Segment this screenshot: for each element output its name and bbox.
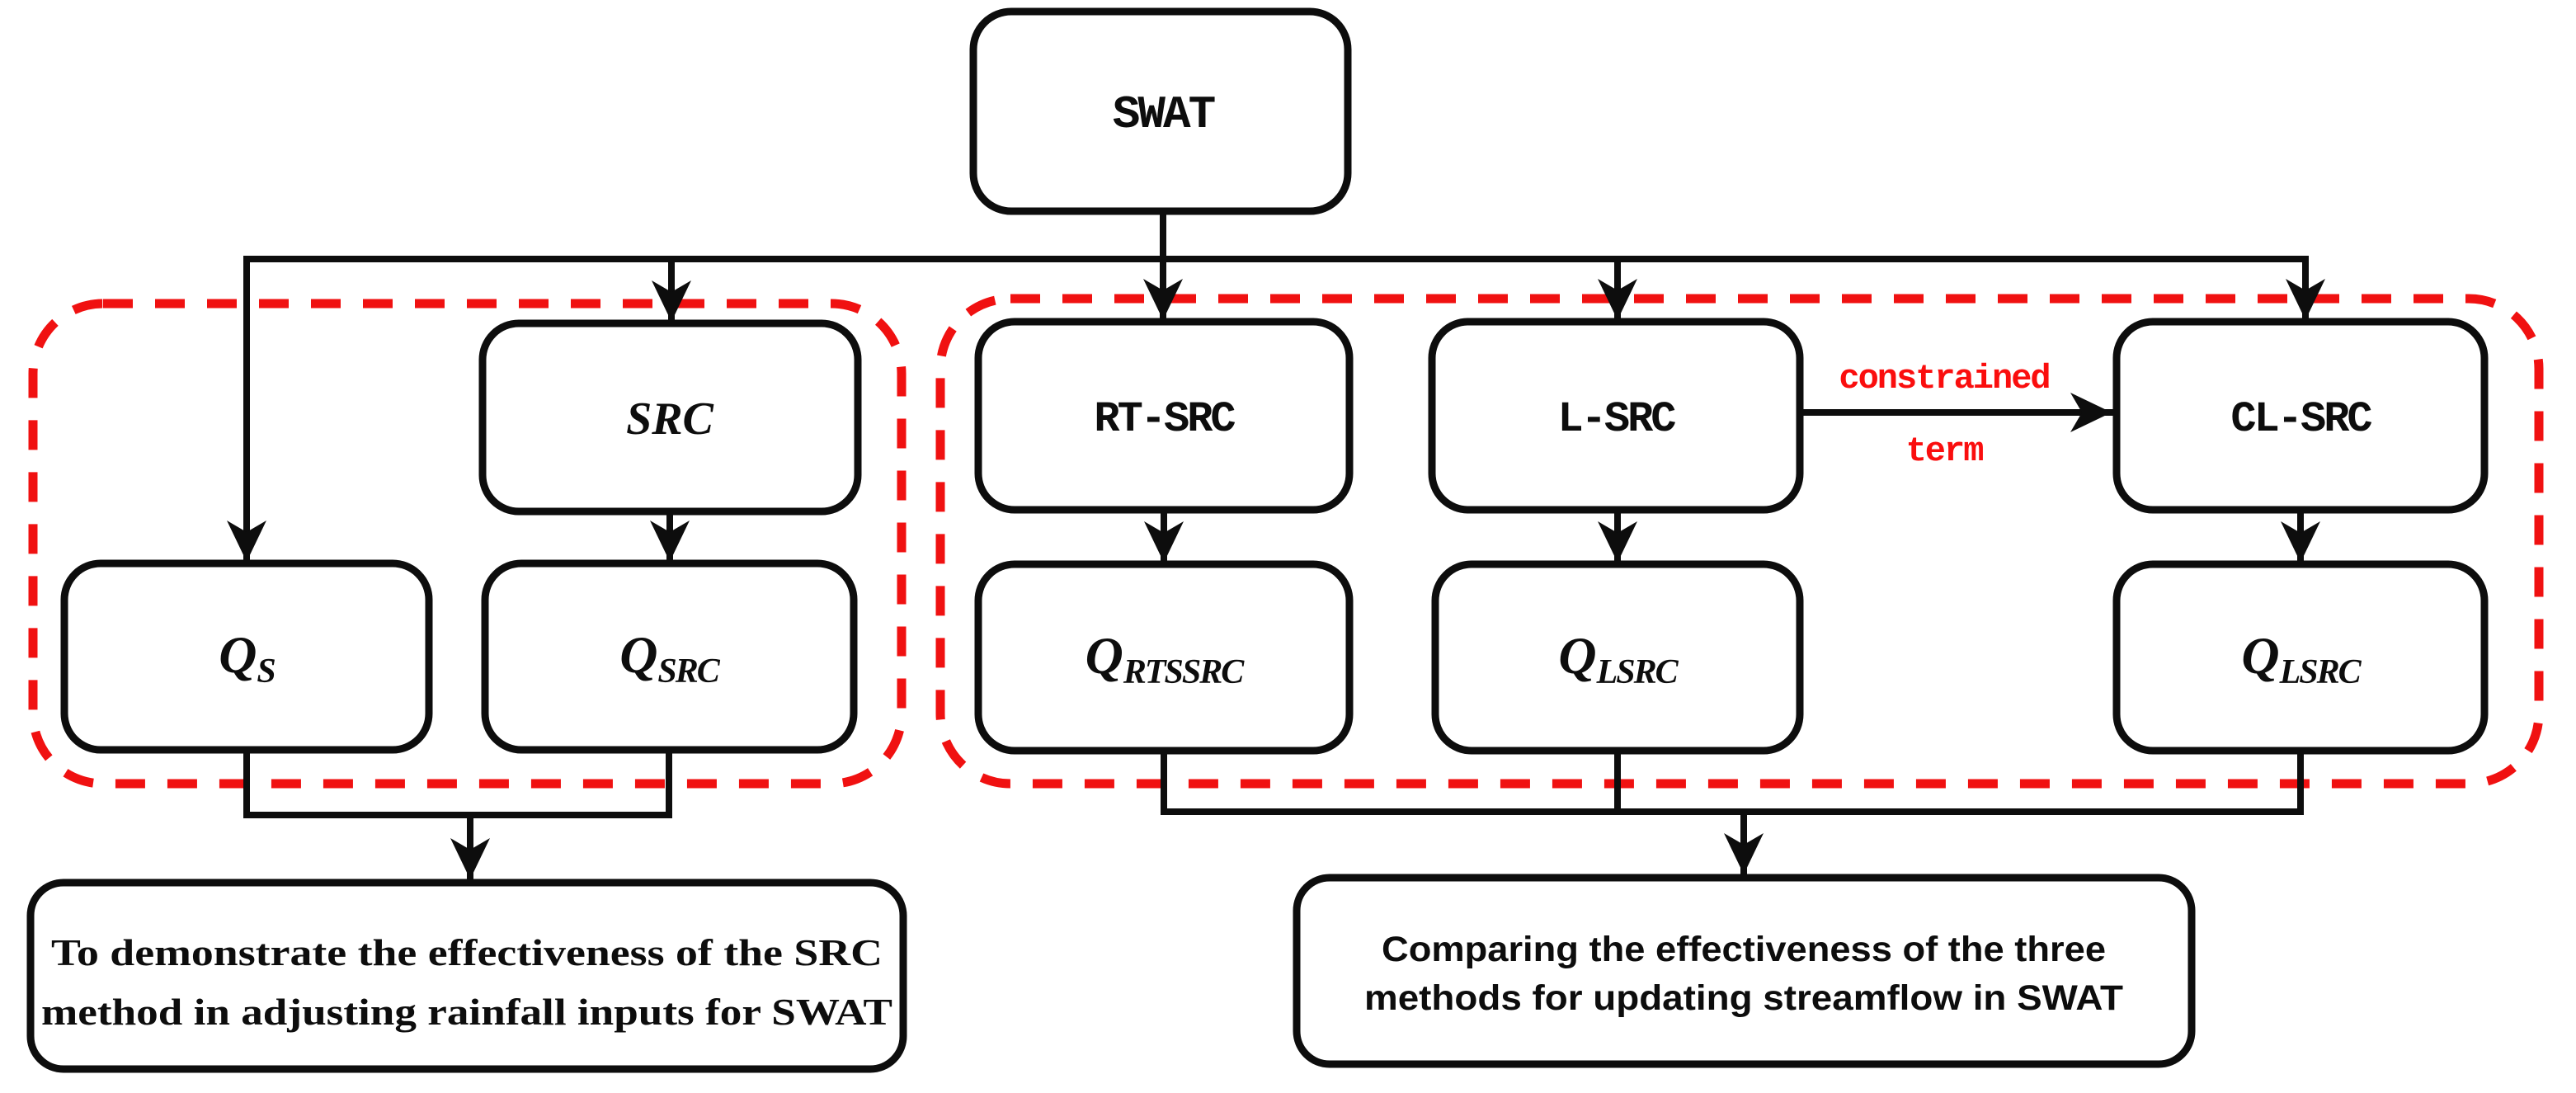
node-q-src: QSRC xyxy=(481,559,858,754)
dashed-region-rainfall-adjustment xyxy=(28,299,907,789)
q-lsrc-mid-main: Q xyxy=(1558,626,1596,685)
node-q-rtssrc: QRTSSRC xyxy=(974,560,1354,755)
node-rt-src-box xyxy=(974,318,1354,514)
node-l-src-label: L-SRC xyxy=(1557,395,1675,444)
q-s-main: Q xyxy=(219,625,257,684)
node-goal-rainfall-box xyxy=(26,879,907,1073)
term-label: term xyxy=(1906,431,1984,471)
node-q-rtssrc-box xyxy=(974,560,1354,755)
node-q-lsrc-mid-label: QLSRC xyxy=(1558,626,1679,691)
q-lsrc-right-sub: LSRC xyxy=(2279,653,2362,691)
node-q-lsrc-right-label: QLSRC xyxy=(2241,626,2362,691)
node-rt-src: RT-SRC xyxy=(974,318,1354,514)
node-goal-streamflow: Comparing the effectiveness of the three… xyxy=(1293,874,2196,1068)
node-src-label: SRC xyxy=(626,393,713,445)
q-src-main: Q xyxy=(619,625,657,684)
node-q-s-box xyxy=(60,559,433,754)
node-l-src-box xyxy=(1428,318,1804,514)
node-q-s: QS xyxy=(60,559,433,754)
node-q-lsrc-right-box xyxy=(2112,560,2489,755)
node-cl-src: CL-SRC xyxy=(2112,318,2489,514)
node-goal-rainfall: To demonstrate the effectiveness of the … xyxy=(26,879,907,1073)
goal-streamflow-line1: Comparing the effectiveness of the three xyxy=(1382,930,2106,969)
node-q-s-label: QS xyxy=(219,625,275,690)
node-q-src-box xyxy=(481,559,858,754)
goal-rainfall-line1: To demonstrate the effectiveness of the … xyxy=(51,931,883,973)
node-src: SRC xyxy=(478,319,862,516)
node-l-src: L-SRC xyxy=(1428,318,1804,514)
node-src-box xyxy=(478,319,862,516)
node-q-rtssrc-label: QRTSSRC xyxy=(1085,626,1246,691)
node-cl-src-box xyxy=(2112,318,2489,514)
node-swat: SWAT xyxy=(969,7,1352,215)
q-s-sub: S xyxy=(257,653,275,690)
node-q-lsrc-mid: QLSRC xyxy=(1431,560,1804,755)
q-rtssrc-sub: RTSSRC xyxy=(1123,653,1245,691)
node-rt-src-label: RT-SRC xyxy=(1094,395,1235,444)
dashed-region-streamflow-updating xyxy=(935,294,2544,789)
node-q-src-label: QSRC xyxy=(619,625,721,690)
nodes: SWAT SRC RT-SRC L-SRC CL-SRC QS QSRC xyxy=(26,7,2489,1073)
q-src-sub: SRC xyxy=(657,653,720,690)
node-swat-label: SWAT xyxy=(1113,88,1215,141)
node-goal-streamflow-box xyxy=(1293,874,2196,1068)
node-q-lsrc-mid-box xyxy=(1431,560,1804,755)
q-rtssrc-main: Q xyxy=(1085,626,1123,685)
node-cl-src-label: CL-SRC xyxy=(2230,395,2371,444)
edge-labels: constrained term xyxy=(1839,359,2051,471)
goal-rainfall-line2: method in adjusting rainfall inputs for … xyxy=(41,991,892,1033)
node-swat-box xyxy=(969,7,1352,215)
edges xyxy=(227,208,2325,883)
edge-left-merge xyxy=(243,745,672,818)
constrained-label: constrained xyxy=(1839,359,2049,398)
node-q-lsrc-right: QLSRC xyxy=(2112,560,2489,755)
q-lsrc-mid-sub: LSRC xyxy=(1596,653,1679,691)
q-lsrc-right-main: Q xyxy=(2241,626,2279,685)
edge-right-merge xyxy=(1161,746,2304,815)
goal-streamflow-line2: methods for updating streamflow in SWAT xyxy=(1364,978,2123,1018)
